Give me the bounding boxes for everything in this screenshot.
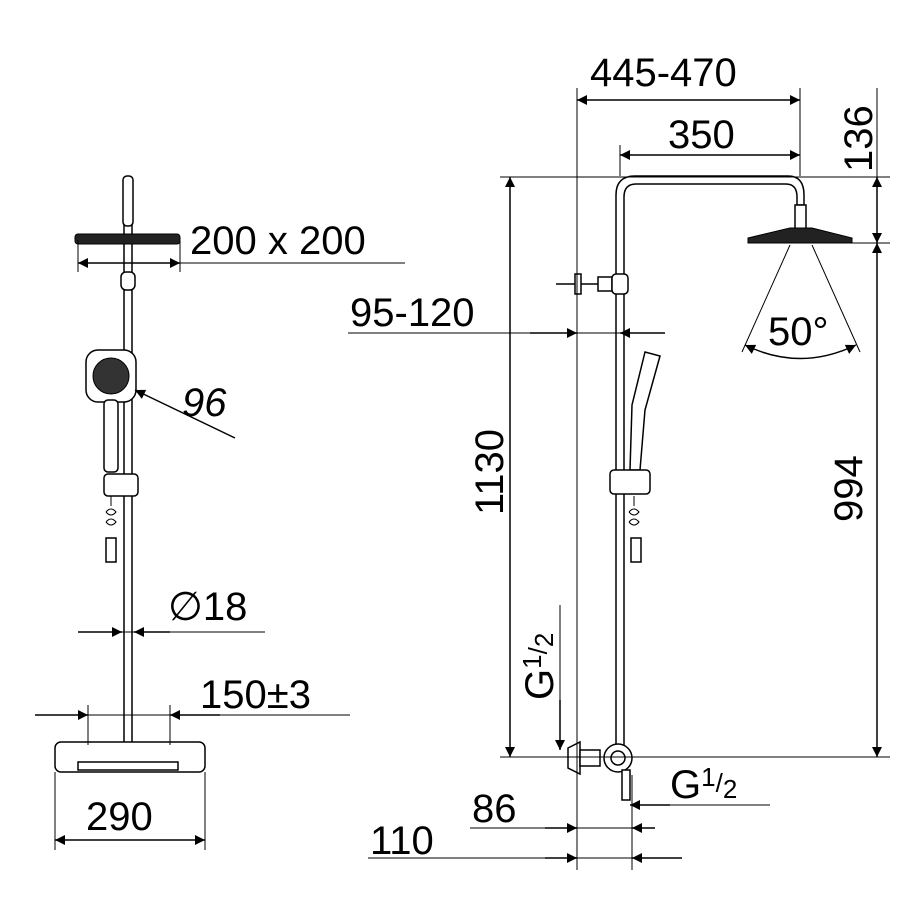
mixer-total-depth-label: 110 [370, 819, 434, 863]
total-height-label: 1130 [468, 429, 512, 515]
side-view: 50° 445-470 350 [348, 51, 890, 870]
mixer-outlet [77, 761, 179, 771]
arm-length-label: 350 [668, 113, 735, 157]
front-view: 200 x 200 96 ∅18 150±3 290 [35, 175, 405, 850]
top-slider [120, 271, 136, 291]
riser-and-arm [615, 175, 805, 758]
outlet-thread-label: G1/2 [670, 762, 737, 807]
mixer-width-label: 290 [86, 795, 153, 839]
head-connector [122, 175, 134, 227]
hose-end [105, 537, 117, 563]
hose [628, 496, 640, 526]
inlet-fitting [567, 740, 633, 801]
wall-bracket [556, 273, 629, 295]
spray-angle-label: 50° [768, 310, 829, 354]
shower-holder [103, 473, 139, 497]
hose-end [630, 537, 642, 563]
overhead-shower [74, 233, 181, 245]
shower-holder [609, 469, 651, 495]
overhead-shower [747, 227, 853, 244]
pipe-diameter-label: ∅18 [168, 585, 247, 629]
hose [105, 496, 117, 526]
handshower-diameter-label: 96 [182, 381, 227, 425]
inlet-spacing-label: 150±3 [200, 673, 311, 717]
arm-reach-label: 445-470 [590, 51, 737, 95]
hand-shower [629, 351, 661, 471]
hand-shower-handle [103, 399, 119, 473]
head-height-label: 136 [837, 105, 881, 172]
hand-shower-face [92, 357, 130, 395]
head-clearance-label: 994 [827, 455, 871, 522]
mixer-depth-label: 86 [472, 787, 517, 831]
head-size-label: 200 x 200 [190, 219, 366, 263]
inlet-thread-label: G1/2 [517, 633, 562, 700]
head-connector [794, 204, 807, 231]
wall-bracket-offset-label: 95-120 [350, 291, 475, 335]
